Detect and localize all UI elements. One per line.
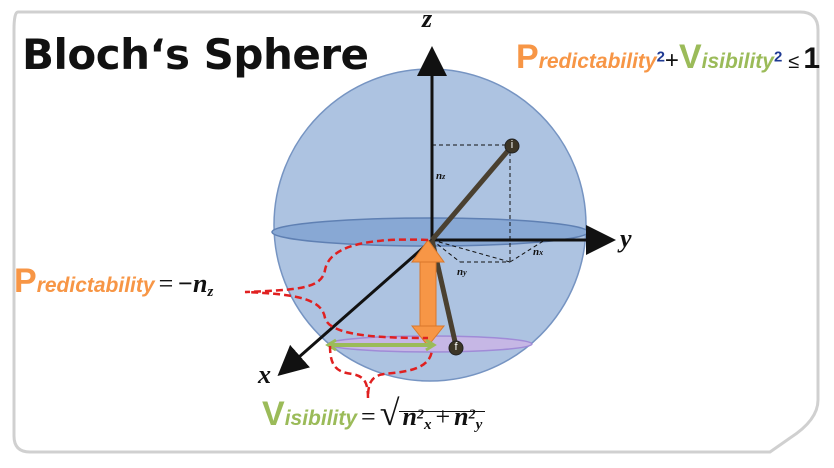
visibility-brace <box>328 345 434 399</box>
final-state-label: f <box>454 341 458 353</box>
visibility-initial: V <box>678 38 702 76</box>
predictability-initial: P <box>14 262 37 300</box>
leq-sign: ≤ <box>788 51 800 73</box>
sqrt-symbol: √ <box>379 393 400 433</box>
neg-nz: −n <box>177 269 208 298</box>
plus-sign: + <box>664 47 679 74</box>
page-title: Bloch‘s Sphere <box>22 30 369 79</box>
visibility-initial: V <box>262 395 285 433</box>
visibility-word: isibility <box>701 50 774 73</box>
visibility-word: isibility <box>284 407 358 430</box>
projection-lines <box>431 144 546 263</box>
initial-state-point <box>504 138 520 154</box>
final-state-point <box>448 340 464 356</box>
nz-subscript: z <box>207 284 214 301</box>
y-axis-label: y <box>620 224 632 253</box>
x-axis <box>277 238 433 376</box>
slide-frame <box>12 10 820 454</box>
predictability-initial: P <box>516 38 539 76</box>
ny-label: ny <box>457 266 467 278</box>
initial-state-label: i <box>510 139 514 151</box>
visibility-formula: Visibility=√n2x+n2y <box>262 393 486 433</box>
predictability-arrow <box>410 239 446 347</box>
nx-label: nx <box>533 246 544 258</box>
predictability-brace <box>244 238 429 340</box>
nz-label: nz <box>436 170 446 182</box>
equals-sign: = <box>158 269 174 298</box>
radicand: n2x+n2y <box>399 404 486 433</box>
initial-state-vector <box>430 144 514 242</box>
complementarity-inequality: Predictability2+Visibility2≤1 <box>516 40 820 74</box>
predictability-word: redictability <box>538 50 657 73</box>
visibility-exponent: 2 <box>773 48 783 66</box>
equals-sign: = <box>361 402 376 431</box>
predictability-exponent: 2 <box>656 48 665 66</box>
z-axis-label: z <box>422 4 433 33</box>
predictability-word: redictability <box>36 274 155 297</box>
x-axis-label: x <box>258 360 271 389</box>
bound-value: 1 <box>803 42 820 75</box>
predictability-formula: Predictability=−nz <box>14 264 213 300</box>
